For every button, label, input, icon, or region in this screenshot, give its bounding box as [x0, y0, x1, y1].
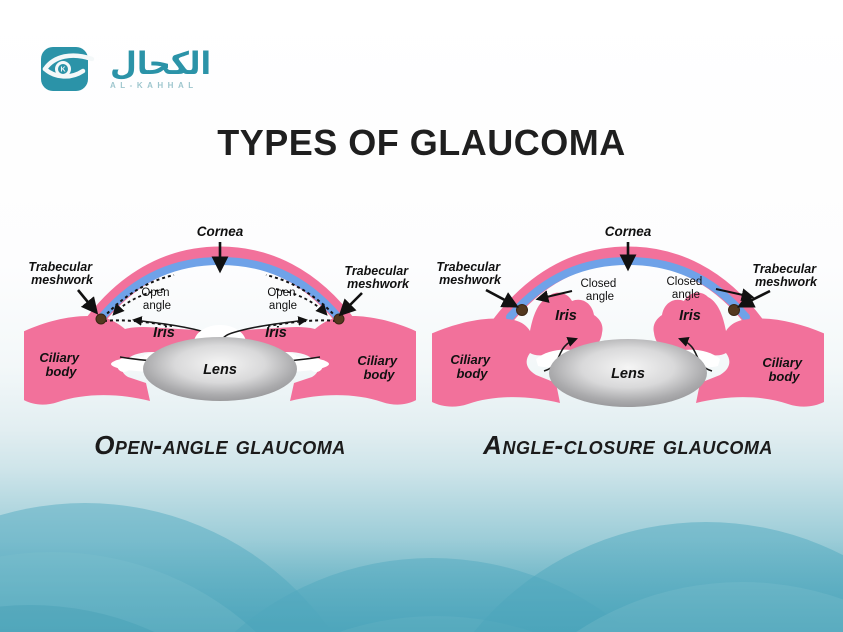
closed-angle-arrow-left: [535, 290, 573, 303]
diagram-labels: Cornea Trabecular meshwork Trabecular me…: [436, 224, 819, 384]
open-angle-panel: Cornea Trabecular meshwork Trabecular me…: [24, 223, 416, 461]
angle-closure-diagram: Cornea Trabecular meshwork Trabecular me…: [432, 224, 824, 418]
open-angle-caption: Open-angle glaucoma: [94, 430, 346, 460]
brand-name-arabic: الكحال: [110, 45, 212, 82]
ciliary-label-right: Ciliary body: [762, 355, 805, 384]
trabecular-label-left: Trabecular meshwork: [28, 260, 95, 287]
ciliary-label-left: Ciliary body: [39, 350, 82, 379]
cornea-label: Cornea: [197, 224, 244, 239]
iris-label-left: Iris: [153, 325, 175, 341]
svg-text:K: K: [60, 67, 65, 74]
diagram-row: Cornea Trabecular meshwork Trabecular me…: [24, 223, 824, 461]
iris-label-right: Iris: [679, 308, 701, 324]
open-angle-label-right: Open angle: [267, 287, 298, 312]
lens-label: Lens: [611, 366, 645, 382]
angle-closure-panel: Cornea Trabecular meshwork Trabecular me…: [432, 223, 824, 461]
page-title: TYPES OF GLAUCOMA: [217, 122, 626, 164]
trabecular-arrow-right: [736, 289, 771, 308]
angle-closure-caption: Angle-closure glaucoma: [483, 430, 773, 460]
brand-name: الكحال AL-KAHHAL: [110, 45, 212, 90]
closed-angle-label-left: Closed angle: [580, 278, 619, 303]
brand-logo: K الكحال AL-KAHHAL: [40, 44, 211, 94]
lens-label: Lens: [203, 362, 237, 378]
trabecular-label-right: Trabecular meshwork: [752, 262, 819, 289]
trabecular-arrow-left: [485, 288, 519, 308]
closed-angle-label-right: Closed angle: [666, 276, 705, 301]
open-angle-label-left: Open angle: [141, 287, 172, 312]
diagram-labels: Cornea Trabecular meshwork Trabecular me…: [28, 224, 411, 382]
eye-logo-icon: K: [41, 47, 95, 91]
trabecular-label-left: Trabecular meshwork: [436, 260, 503, 287]
lens-shape: [549, 339, 707, 407]
trabecular-label-right: Trabecular meshwork: [344, 264, 411, 291]
trabecular-arrow-right: [338, 292, 363, 317]
cornea-label: Cornea: [605, 224, 652, 239]
ciliary-label-right: Ciliary body: [357, 353, 400, 382]
iris-label-right: Iris: [265, 325, 287, 341]
trabecular-arrow-left: [76, 289, 99, 315]
closed-angle-arrow-right: [715, 288, 755, 302]
ciliary-label-left: Ciliary body: [450, 352, 493, 381]
trabecular-meshwork-dots: [95, 313, 345, 325]
open-angle-diagram: Cornea Trabecular meshwork Trabecular me…: [24, 224, 416, 418]
lens-shape: [143, 337, 297, 401]
brand-name-latin: AL-KAHHAL: [110, 80, 198, 90]
iris-label-left: Iris: [555, 308, 577, 324]
